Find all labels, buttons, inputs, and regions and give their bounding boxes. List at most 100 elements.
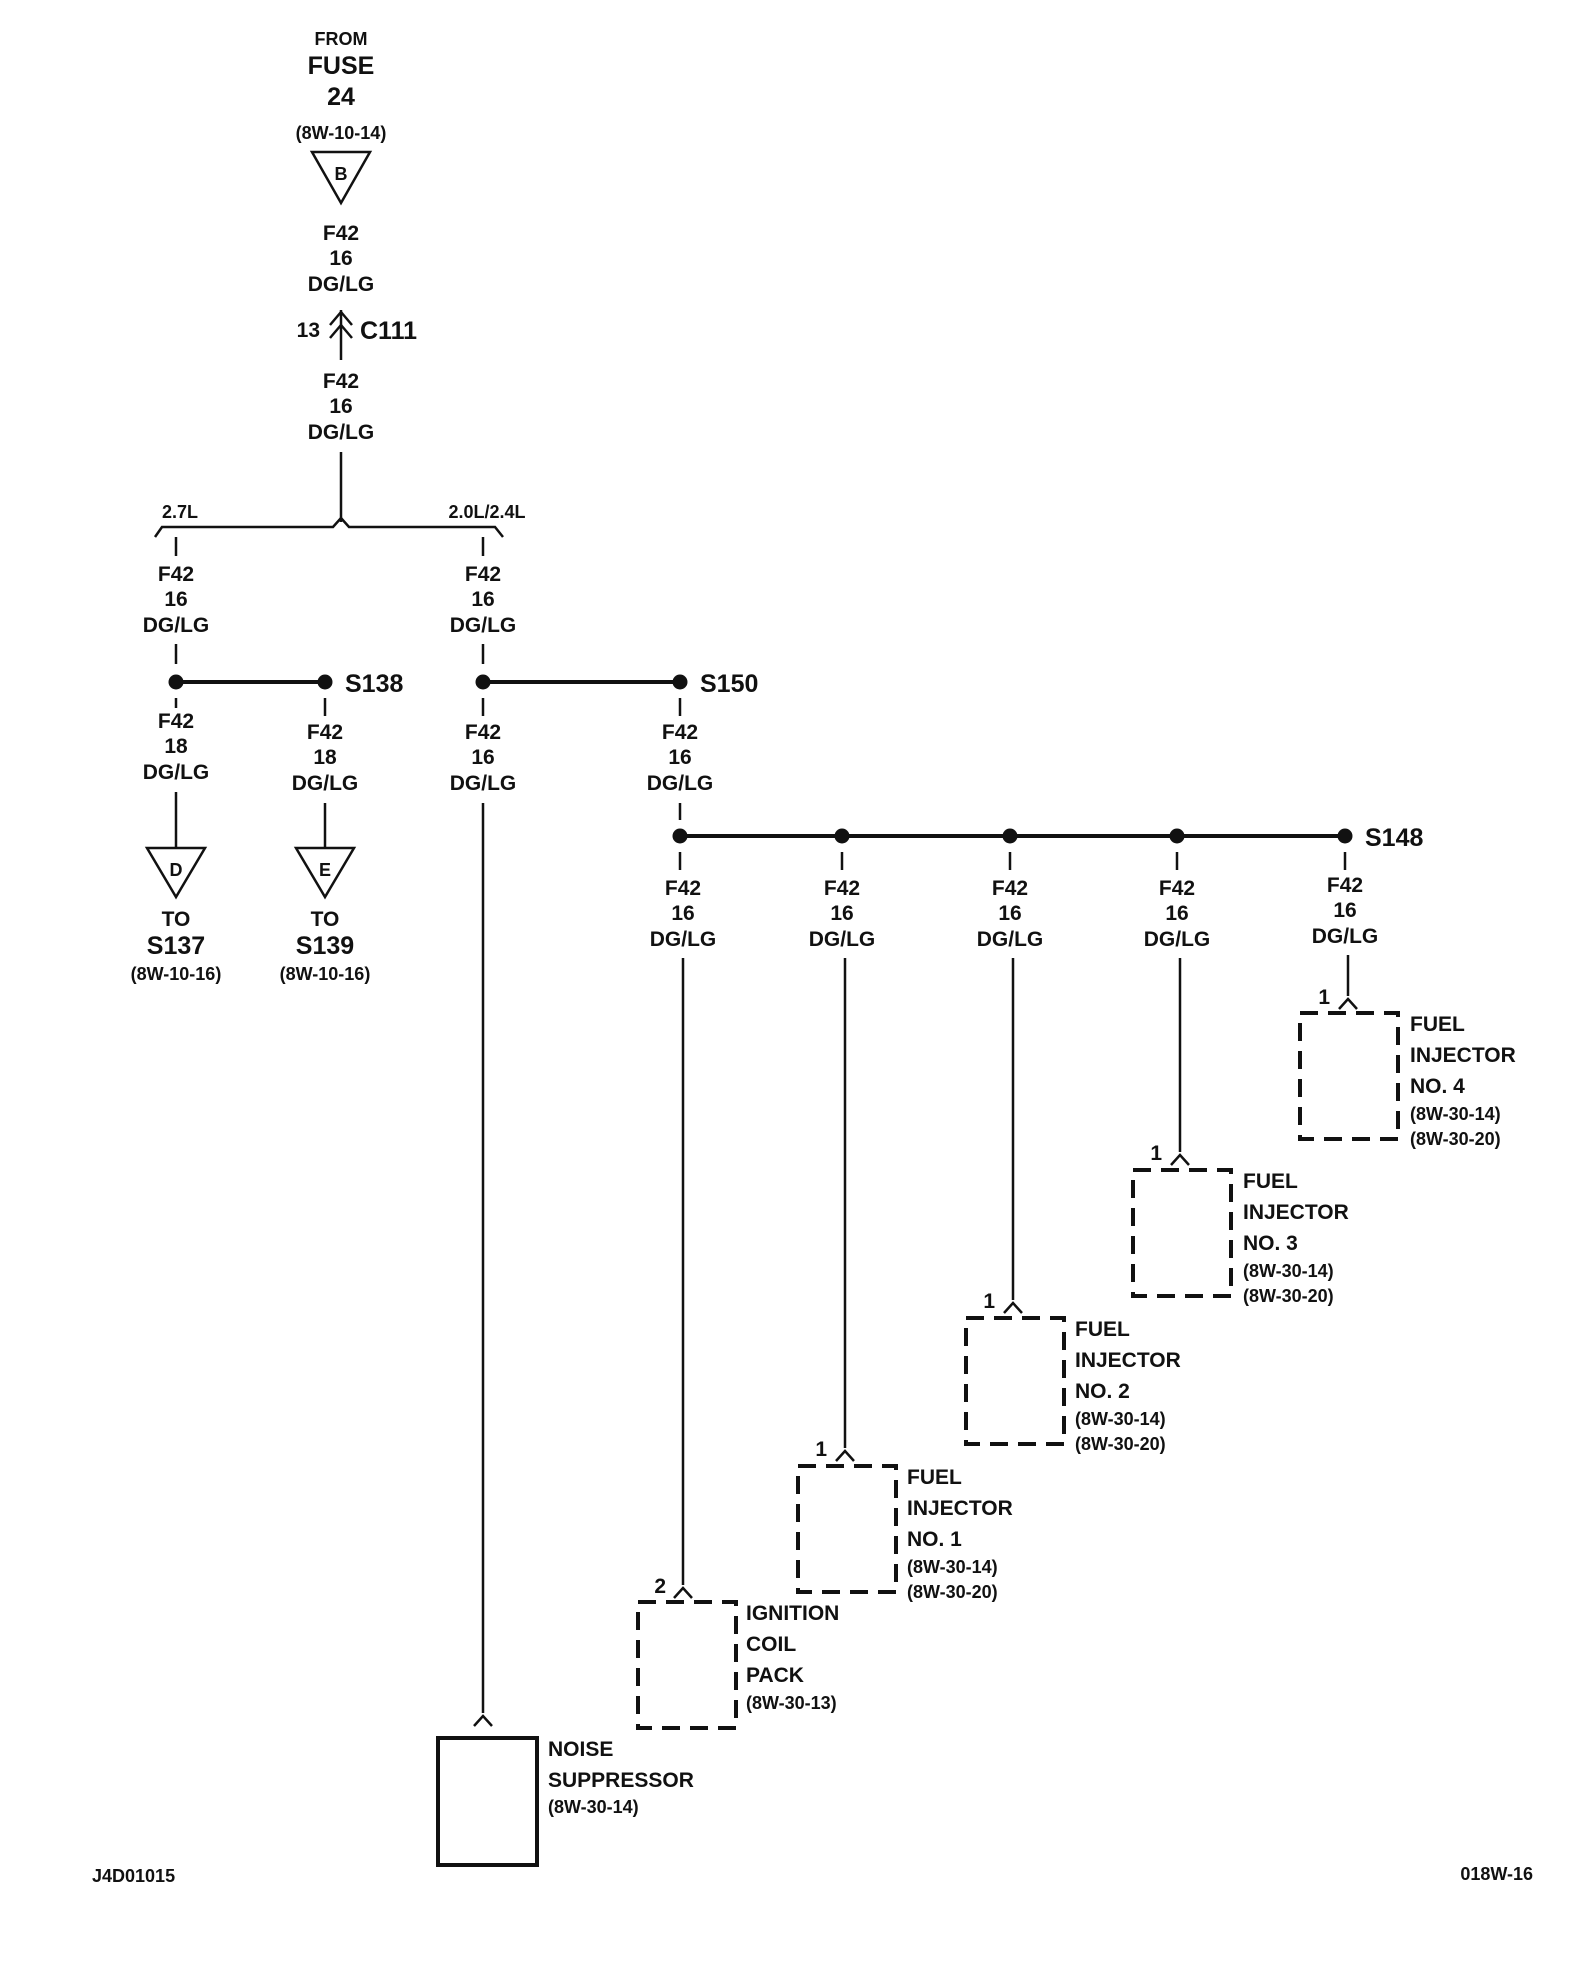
noise-suppressor-label-2: SUPPRESSOR (548, 1769, 694, 1792)
wire-gauge-label: 16 (471, 746, 494, 769)
injector-4-label-1: FUEL (1410, 1013, 1465, 1036)
wire-circuit-label: F42 (662, 721, 698, 744)
wire-color-label: DG/LG (143, 614, 210, 637)
fuse-connector-tag: B (335, 164, 348, 184)
injector-3-pin-number: 1 (1150, 1142, 1162, 1165)
fuel-injector-4-box (1298, 1011, 1400, 1141)
wire-gauge-label: 18 (164, 735, 188, 758)
offpage-connector-e-triangle (293, 846, 357, 900)
wire-circuit-label: F42 (158, 563, 194, 586)
wire-gauge-label: 16 (998, 902, 1021, 925)
wire-color-label: DG/LG (450, 614, 517, 637)
wire-color-label: DG/LG (977, 928, 1044, 951)
offpage-destination: S139 (296, 932, 354, 960)
injector-4-pin-number: 1 (1318, 986, 1330, 1009)
splice-dot (672, 828, 688, 844)
injector-2-label-3: NO. 2 (1075, 1380, 1130, 1403)
wire-circuit-label: F42 (1159, 877, 1195, 900)
wire-circuit-label: F42 (1327, 874, 1363, 897)
wire-color-label: DG/LG (292, 772, 359, 795)
s138-label: S138 (345, 670, 403, 698)
from-label: FROM (315, 29, 368, 49)
wire-color-label: DG/LG (1144, 928, 1211, 951)
engine-option-bracket (153, 516, 504, 538)
fuse-connector-b-triangle (309, 150, 373, 206)
wire-gauge-label: 16 (471, 588, 494, 611)
splice-dot (1002, 828, 1018, 844)
injector-2-label-1: FUEL (1075, 1318, 1130, 1341)
fuse-number: 24 (327, 83, 355, 111)
wire-circuit-label: F42 (465, 563, 501, 586)
terminal-chevron (673, 1586, 693, 1599)
s138-splice-dot (317, 674, 333, 690)
noise-suppressor-ref: (8W-30-14) (548, 1797, 639, 1817)
ignition-coil-label-1: IGNITION (746, 1602, 839, 1625)
splice-dot (1169, 828, 1185, 844)
wire-circuit-label: F42 (323, 370, 359, 393)
terminal-chevron (473, 1714, 493, 1727)
coil-pin-number: 2 (654, 1575, 666, 1598)
wire-color-label: DG/LG (450, 772, 517, 795)
wire-gauge-label: 16 (671, 902, 694, 925)
ignition-coil-label-2: COIL (746, 1633, 796, 1656)
fuse-label: FUSE (308, 52, 375, 80)
offpage-to-label: TO (311, 908, 340, 931)
s150-label: S150 (700, 670, 758, 698)
c111-pin-number: 13 (297, 319, 320, 342)
injector-3-label-1: FUEL (1243, 1170, 1298, 1193)
terminal-chevron (1338, 997, 1358, 1010)
wire-gauge-label: 18 (313, 746, 337, 769)
splice-dot (475, 674, 491, 690)
wire-gauge-label: 16 (1165, 902, 1188, 925)
wire-circuit-label: F42 (465, 721, 501, 744)
wire-gauge-label: 16 (329, 395, 352, 418)
offpage-ref: (8W-10-16) (280, 964, 371, 984)
branch-label-2-0l-2-4l: 2.0L/2.4L (448, 502, 525, 522)
injector-2-ref-2: (8W-30-20) (1075, 1434, 1166, 1454)
page-id-right: 018W-16 (1460, 1864, 1533, 1884)
s150-splice-dot (672, 674, 688, 690)
offpage-to-label: TO (162, 908, 191, 931)
branch-label-2-7l: 2.7L (162, 502, 198, 522)
injector-3-label-3: NO. 3 (1243, 1232, 1298, 1255)
injector-4-ref-2: (8W-30-20) (1410, 1129, 1501, 1149)
wire-gauge-label: 16 (668, 746, 691, 769)
offpage-ref: (8W-10-16) (131, 964, 222, 984)
splice-dot (834, 828, 850, 844)
wire-color-label: DG/LG (647, 772, 714, 795)
s148-label: S148 (1365, 824, 1423, 852)
wire-circuit-label: F42 (992, 877, 1028, 900)
wire-gauge-label: 16 (164, 588, 187, 611)
c111-connector-chevron (329, 323, 353, 339)
wire-color-label: DG/LG (308, 273, 375, 296)
terminal-chevron (1003, 1301, 1023, 1314)
c111-connector-name: C111 (360, 317, 417, 345)
wire-gauge-label: 16 (830, 902, 853, 925)
offpage-destination: S137 (147, 932, 205, 960)
injector-3-ref-1: (8W-30-14) (1243, 1261, 1334, 1281)
injector-4-label-3: NO. 4 (1410, 1075, 1465, 1098)
fuel-injector-2-box (964, 1316, 1066, 1446)
wire-circuit-label: F42 (824, 877, 860, 900)
fuel-injector-3-box (1131, 1168, 1233, 1298)
ignition-coil-label-3: PACK (746, 1664, 804, 1687)
injector-1-label-1: FUEL (907, 1466, 962, 1489)
injector-2-ref-1: (8W-30-14) (1075, 1409, 1166, 1429)
wire-color-label: DG/LG (650, 928, 717, 951)
figure-id-left: J4D01015 (92, 1866, 175, 1886)
fuel-injector-1-box (796, 1464, 898, 1594)
wire-color-label: DG/LG (143, 761, 210, 784)
injector-4-label-2: INJECTOR (1410, 1044, 1516, 1067)
wire-circuit-label: F42 (158, 710, 194, 733)
offpage-connector-tag: D (170, 860, 183, 880)
wire-circuit-label: F42 (323, 222, 359, 245)
injector-1-pin-number: 1 (815, 1438, 827, 1461)
noise-suppressor-box (436, 1736, 539, 1867)
wire-color-label: DG/LG (1312, 925, 1379, 948)
wire-color-label: DG/LG (308, 421, 375, 444)
injector-2-pin-number: 1 (983, 1290, 995, 1313)
injector-1-ref-1: (8W-30-14) (907, 1557, 998, 1577)
injector-3-ref-2: (8W-30-20) (1243, 1286, 1334, 1306)
wire-circuit-label: F42 (307, 721, 343, 744)
